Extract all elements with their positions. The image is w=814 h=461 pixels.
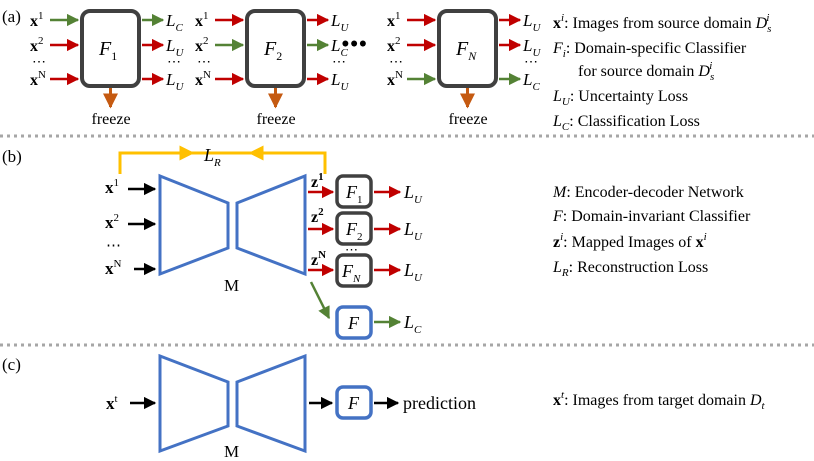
mapped-z2: z2 <box>311 206 324 226</box>
loss-label: LC <box>522 70 540 93</box>
input-xN: xN <box>105 258 122 278</box>
classifier-box-F2 <box>335 211 373 246</box>
classifier-FN-label: FN <box>341 261 361 285</box>
panel-b: LR M x1 x2 ⋯ xN z1 z2 zN F1 F2 ⋯ FN LU L… <box>105 145 423 340</box>
output-ellipsis: ⋯ <box>167 55 181 70</box>
legend-a-line4: LU: Uncertainty Loss <box>552 88 688 108</box>
encoder-decoder-label: M <box>224 276 239 295</box>
legend-b-line4: LR: Reconstruction Loss <box>552 259 708 279</box>
mapped-z1: z1 <box>311 171 324 191</box>
input-x1: x1 <box>387 10 401 30</box>
loss-label: LU <box>522 36 541 59</box>
loss-label: LU <box>330 70 349 93</box>
input-x1: x1 <box>195 10 209 30</box>
input-x1: x1 <box>105 177 119 197</box>
encoder-shape-c <box>158 353 230 454</box>
panel-b-label: (b) <box>2 147 22 166</box>
loss-label: LU <box>165 70 184 93</box>
invariant-classifier-label-b: F <box>347 313 360 333</box>
mapped-zN: zN <box>311 249 326 269</box>
reconstruction-loss-label: LR <box>203 145 221 169</box>
input-x2: x2 <box>195 35 209 55</box>
input-x2: x2 <box>105 212 119 232</box>
input-xN: xN <box>195 69 211 89</box>
classifier-box-F2 <box>245 9 306 88</box>
loss-label: LU <box>522 11 541 34</box>
freeze-label: freeze <box>257 111 296 128</box>
target-input: xt <box>106 393 118 413</box>
encoder-decoder-label-c: M <box>224 442 239 461</box>
classifier-box-FN <box>437 9 498 88</box>
invariant-classifier-label-c: F <box>347 393 360 413</box>
freeze-label: freeze <box>449 111 488 128</box>
output-ellipsis: ⋯ <box>332 55 346 70</box>
classifier-F1-label: F1 <box>345 182 363 206</box>
panel-a-separator-dots: ••• <box>341 31 367 58</box>
legend-c: xt: Images from target domain Dt <box>553 389 766 412</box>
classifier-F2-label: F2 <box>345 219 363 243</box>
to-invariant-classifier-arrow <box>309 281 331 320</box>
invariant-loss: LC <box>403 312 422 336</box>
panel-c-label: (c) <box>2 355 21 374</box>
loss-label: LC <box>330 36 348 59</box>
FN-loss: LU <box>403 260 423 284</box>
classifier-box-FN <box>335 253 373 288</box>
legend-a-line1: xi: Images from source domain Dsi <box>553 12 771 35</box>
input-ellipsis: ⋯ <box>197 55 211 70</box>
panel-a-label: (a) <box>2 7 21 26</box>
decoder-shape-c <box>235 353 307 454</box>
freeze-label: freeze <box>92 111 131 128</box>
loss-label: LU <box>330 11 349 34</box>
input-xN: xN <box>387 69 403 89</box>
input-ellipsis: ⋯ <box>106 238 121 254</box>
F1-loss: LU <box>403 182 423 206</box>
legend-b-line3: zi: Mapped Images of xi <box>553 231 707 251</box>
input-x1: x1 <box>30 10 44 30</box>
panel-c: xt M F prediction <box>106 353 476 461</box>
invariant-classifier-box-b <box>335 305 373 340</box>
legend-a-line5: LC: Classification Loss <box>552 113 700 133</box>
encoder-shape <box>158 173 230 277</box>
output-ellipsis: ⋯ <box>524 55 538 70</box>
classifier-box-F1 <box>80 9 141 88</box>
legend-a-line2: Fi: Domain-specific Classifier <box>552 40 747 60</box>
reconstruction-loop-line <box>118 151 327 174</box>
prediction-label: prediction <box>403 393 476 413</box>
legend-b-line1: M: Encoder-decoder Network <box>552 184 744 201</box>
input-ellipsis: ⋯ <box>389 55 403 70</box>
classifier-label-F1: F1 <box>98 38 117 63</box>
input-xN: xN <box>30 69 46 89</box>
legend-c-line1: xt: Images from target domain Dt <box>553 389 766 412</box>
F2-loss: LU <box>403 219 423 243</box>
loss-label: LU <box>165 36 184 59</box>
legend-b-line2: F: Domain-invariant Classifier <box>552 208 751 225</box>
classifier-label-FN: FN <box>455 38 477 63</box>
input-x2: x2 <box>387 35 401 55</box>
loss-label: LC <box>165 11 183 34</box>
legend-a-line3: for source domain Dsi <box>578 60 714 83</box>
invariant-classifier-box-c <box>335 385 373 420</box>
classifier-label-F2: F2 <box>263 38 282 63</box>
input-x2: x2 <box>30 35 44 55</box>
classifier-box-F1 <box>335 174 373 209</box>
decoder-shape <box>235 173 307 277</box>
input-ellipsis: ⋯ <box>32 55 46 70</box>
legend-a: xi: Images from source domain Dsi Fi: Do… <box>552 12 771 133</box>
legend-b: M: Encoder-decoder Network F: Domain-inv… <box>552 184 751 279</box>
